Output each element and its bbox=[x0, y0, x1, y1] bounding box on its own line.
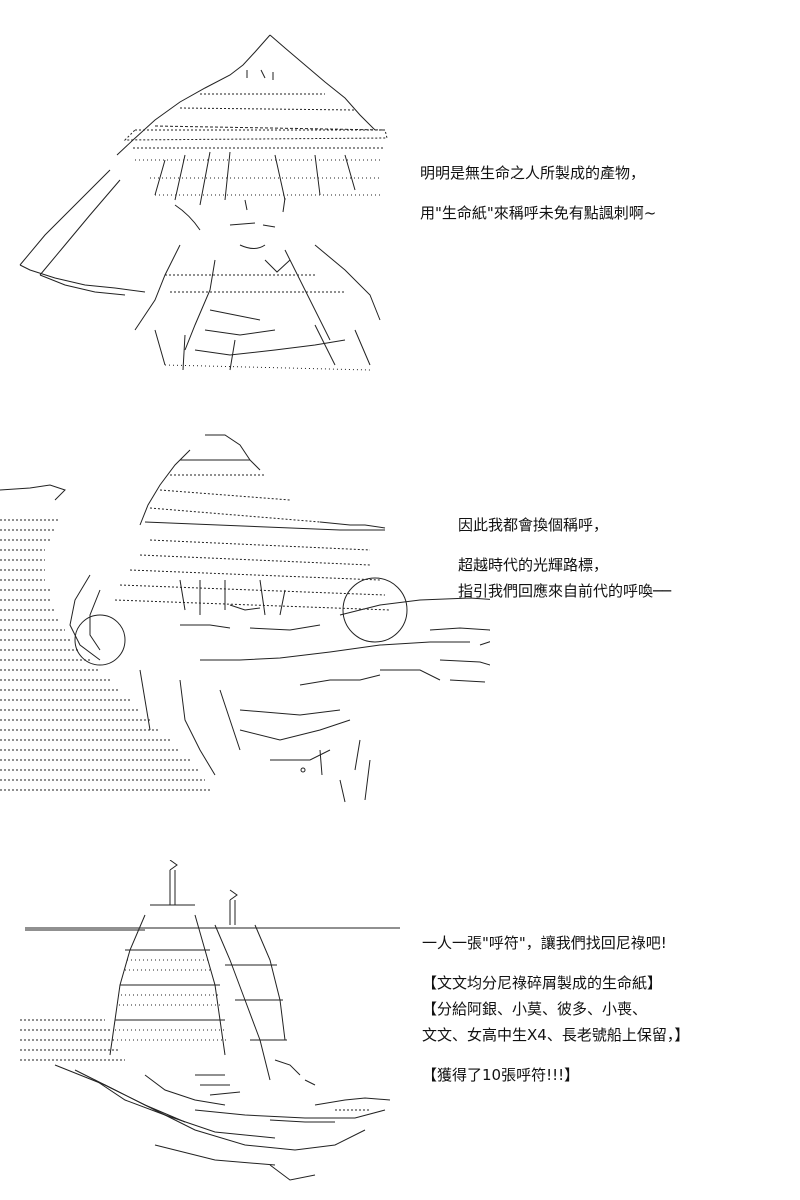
caption-line: 【文文均分尼祿碎屑製成的生命紙】 bbox=[422, 974, 663, 992]
panel-1-caption: 明明是無生命之人所製成的產物， 用"生命紙"來稱呼未免有點諷刺啊~ bbox=[420, 160, 656, 226]
caption-line: 指引我們回應來自前代的呼喚── bbox=[458, 582, 672, 600]
panel-2-caption: 因此我都會換個稱呼， 超越時代的光輝路標， 指引我們回應來自前代的呼喚── bbox=[458, 512, 671, 604]
caption-line: 用"生命紙"來稱呼未免有點諷刺啊~ bbox=[420, 204, 657, 222]
caption-line: 超越時代的光輝路標， bbox=[458, 556, 609, 574]
caption-line: 文文、女高中生X4、長老號船上保留，】 bbox=[422, 1026, 690, 1044]
panel-3: 一人一張"呼符"，讓我們找回尼祿吧! 【文文均分尼祿碎屑製成的生命紙】 【分給阿… bbox=[0, 820, 800, 1200]
caption-line: 因此我都會換個稱呼， bbox=[458, 516, 609, 534]
sailing-ship-ascii-art-icon bbox=[15, 860, 410, 1185]
panel-1: 明明是無生命之人所製成的產物， 用"生命紙"來稱呼未免有點諷刺啊~ bbox=[0, 0, 800, 400]
caption-line: 一人一張"呼符"，讓我們找回尼祿吧! bbox=[422, 934, 667, 952]
panel-2: 因此我都會換個稱呼， 超越時代的光輝路標， 指引我們回應來自前代的呼喚── bbox=[0, 400, 800, 820]
pointing-girl-ascii-art-icon bbox=[0, 430, 490, 805]
saluting-girl-ascii-art-icon bbox=[15, 30, 395, 375]
caption-line: 【獲得了10張呼符!!!】 bbox=[422, 1066, 580, 1084]
caption-line: 【分給阿銀、小莫、彼多、小喪、 bbox=[422, 1000, 648, 1018]
caption-line: 明明是無生命之人所製成的產物， bbox=[420, 164, 646, 182]
panel-3-caption: 一人一張"呼符"，讓我們找回尼祿吧! 【文文均分尼祿碎屑製成的生命紙】 【分給阿… bbox=[422, 930, 689, 1088]
